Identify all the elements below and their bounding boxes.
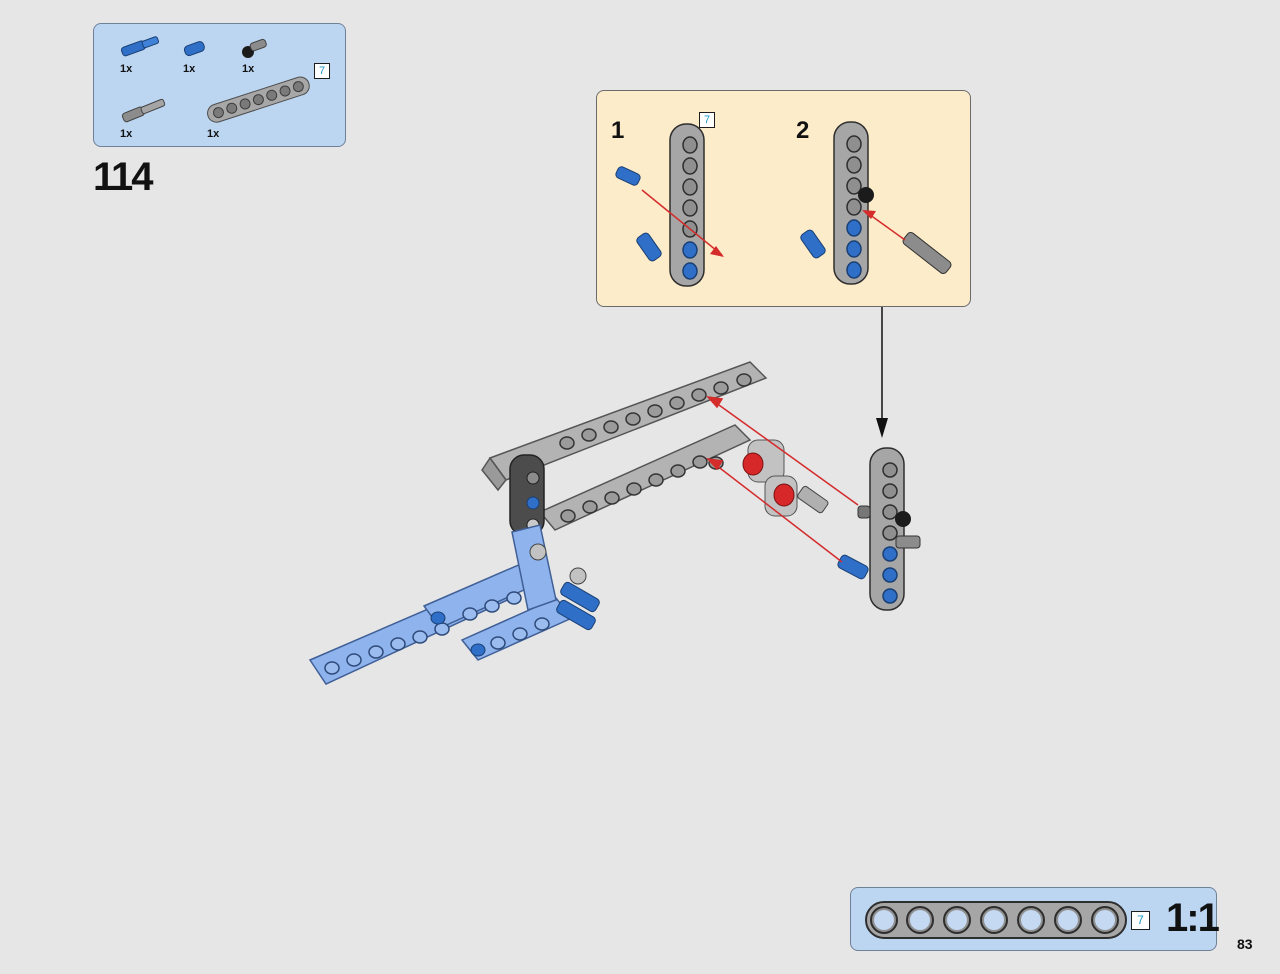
callout-subassembly-box	[596, 90, 971, 307]
callout-beam-2	[800, 121, 952, 285]
arrow-head-icon	[876, 418, 888, 438]
right-vertical-beam	[837, 447, 921, 611]
red-bushing-assembly	[742, 439, 829, 517]
blue-axle-pin-part	[120, 36, 160, 57]
step-number: 114	[93, 155, 154, 199]
black-ball-pin-part	[242, 38, 267, 58]
beam-length-badge: 7	[314, 63, 330, 79]
substep-label: 2	[796, 117, 810, 144]
beam-length-badge: 7	[699, 112, 715, 128]
part-qty: 1x	[120, 128, 133, 140]
upper-gray-beam	[481, 361, 768, 492]
assembly-arrows	[706, 395, 859, 563]
beam-length-badge: 7	[1131, 911, 1150, 930]
scale-label: 1:1	[1166, 896, 1220, 940]
dark-vertical-beam	[509, 454, 545, 536]
gray-beam-part	[207, 76, 310, 123]
part-qty: 1x	[207, 128, 220, 140]
callout-beam-1	[615, 123, 724, 287]
blue-lower-beams	[308, 524, 600, 685]
substep-label: 1	[611, 117, 625, 144]
page-number: 83	[1237, 936, 1253, 952]
part-qty: 1x	[183, 63, 196, 75]
gray-axle-pin-part	[121, 98, 166, 123]
part-qty: 1x	[242, 63, 255, 75]
part-qty: 1x	[120, 63, 133, 75]
blue-pin-part	[183, 41, 205, 57]
lower-gray-beam	[538, 424, 752, 531]
